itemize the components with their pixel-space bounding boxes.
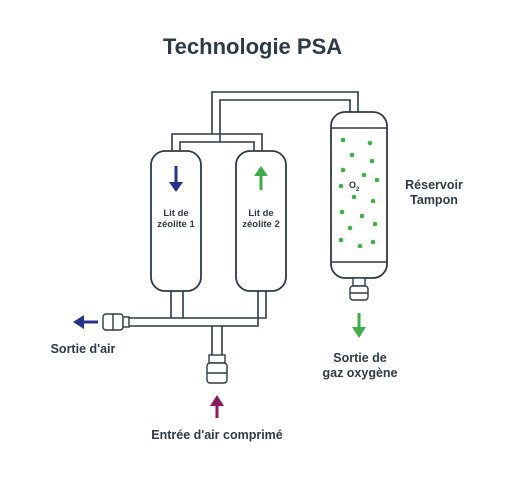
arrow-left-icon: [73, 315, 98, 329]
bubble: [357, 243, 363, 249]
o2-label-main: O: [349, 180, 357, 190]
bubble: [359, 213, 365, 219]
column-2-label-line1: Lit de: [248, 208, 274, 219]
oxygen-outlet-label-line1: Sortie de: [333, 351, 387, 365]
bubble: [340, 167, 346, 173]
pipe-top-right-inner: [220, 141, 255, 150]
oxygen-bubbles: [338, 137, 380, 249]
column-1-label-line1: Lit de: [163, 208, 189, 219]
bubble: [361, 172, 367, 178]
pipe-col1-down: [170, 290, 184, 318]
bubble: [370, 198, 376, 204]
bubble: [370, 239, 376, 245]
oxygen-outlet-label: Sortie de gaz oxygène: [316, 351, 404, 381]
air-inlet-valve: [206, 354, 228, 384]
air-outlet-label: Sortie d'air: [50, 342, 116, 356]
bubble: [340, 137, 346, 143]
reservoir-label-line1: Réservoir: [405, 178, 463, 192]
column-2-label: Lit de zéolite 2: [236, 208, 286, 230]
air-inlet-label: Entrée d'air comprimé: [151, 428, 283, 442]
zeolite-column-2: [235, 150, 287, 292]
arrow-down-icon: [169, 166, 183, 192]
reservoir-tank: [330, 111, 388, 279]
oxygen-valve: [349, 277, 369, 301]
bubble: [347, 225, 353, 231]
column-1-label-line2: zéolite 1: [157, 219, 195, 230]
bubble: [367, 140, 373, 146]
inlet-arrow-icon: [210, 395, 224, 418]
bubble: [338, 183, 344, 189]
bubble: [339, 209, 345, 215]
column-1-label: Lit de zéolite 1: [151, 208, 201, 230]
pipe-top-inner: [179, 99, 351, 150]
pipe-bottom-outer: [129, 290, 267, 319]
pipe-inlet: [211, 326, 223, 355]
arrow-up-icon: [254, 166, 268, 190]
column-2-label-line2: zéolite 2: [242, 219, 280, 230]
outlet-arrow-icon: [352, 313, 366, 338]
page-title: Technologie PSA: [162, 34, 343, 59]
reservoir-label: Réservoir Tampon: [392, 178, 476, 208]
bubble: [351, 194, 357, 200]
oxygen-outlet-label-line2: gaz oxygène: [322, 366, 398, 380]
pipe-top-right-outer: [212, 133, 263, 150]
pipe-bottom-inner: [129, 290, 259, 327]
bubble: [338, 237, 344, 243]
o2-label-sub: 2: [356, 186, 360, 193]
bubble: [369, 158, 375, 164]
bubble: [349, 152, 355, 158]
pipe-top-outer: [171, 91, 359, 150]
o2-label: O2: [349, 180, 359, 193]
pipe-network: [129, 91, 359, 355]
bubble: [372, 221, 378, 227]
air-outlet-valve: [102, 313, 130, 331]
reservoir-label-line2: Tampon: [410, 193, 458, 207]
bubble: [374, 177, 380, 183]
zeolite-column-1: [150, 150, 202, 292]
